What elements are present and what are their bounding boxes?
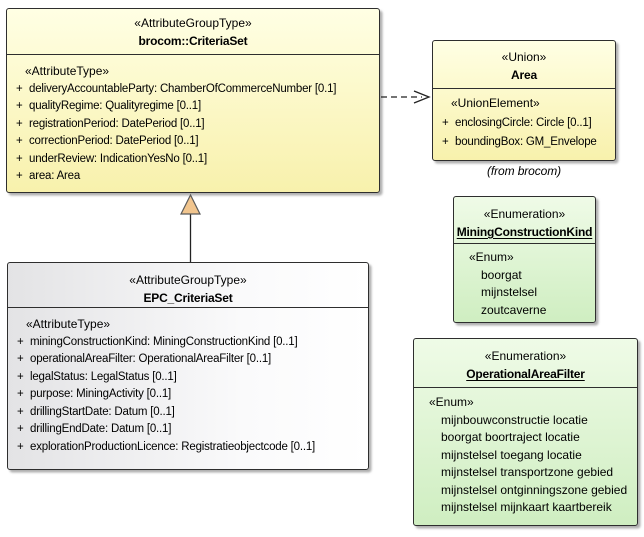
enum-literal: mijnstelsel ontginningszone gebied xyxy=(441,482,628,497)
visibility: + xyxy=(442,136,449,148)
enum-header: «Enumeration» OperationalAreaFilter xyxy=(414,339,637,388)
attribute-row: + boundingBox: GM_Envelope xyxy=(433,133,615,153)
visibility: + xyxy=(17,370,24,383)
attribute-text: purpose: MiningActivity [0..1] xyxy=(30,388,172,400)
enum-box-operationalareafilter: «Enumeration» OperationalAreaFilter «Enu… xyxy=(413,338,638,526)
attribute-row: + miningConstructionKind: MiningConstruct… xyxy=(8,334,368,352)
enum-literal: boorgat boortraject locatie xyxy=(441,430,580,444)
class-header: «AttributeGroupType» EPC_CriteriaSet xyxy=(8,263,368,308)
enum-name: OperationalAreaFilter xyxy=(466,367,585,381)
class-name: Area xyxy=(511,68,537,82)
visibility: + xyxy=(17,353,24,365)
compartment-stereotype: «UnionElement» xyxy=(451,96,540,110)
origin-note: (from brocom) xyxy=(486,164,562,178)
enum-box-miningconstructionkind: «Enumeration» MiningConstructionKind «En… xyxy=(453,196,596,323)
attribute-text: boundingBox: GM_Envelope xyxy=(455,136,597,148)
compartment-stereotype: «Enum» xyxy=(469,250,514,264)
attribute-text: area: Area xyxy=(29,170,81,182)
attribute-row: + legalStatus: LegalStatus [0..1] xyxy=(8,369,368,387)
visibility: + xyxy=(17,423,24,435)
attribute-text: legalStatus: LegalStatus [0..1] xyxy=(30,370,177,383)
attribute-row: + qualityRegime: Qualityregime [0..1] xyxy=(7,98,379,116)
enum-stereotype: «Enumeration» xyxy=(483,207,566,221)
attribute-text: drillingEndDate: Datum [0..1] xyxy=(30,423,172,435)
attribute-text: registrationPeriod: DatePeriod [0..1] xyxy=(29,117,205,130)
attribute-text: enclosingCircle: Circle [0..1] xyxy=(455,116,592,129)
generalization-arrow xyxy=(180,193,201,262)
enum-literal: mijnstelsel mijnkaart kaartbereik xyxy=(441,500,612,514)
attribute-row: + operationalAreaFilter: OperationalAreaF… xyxy=(8,351,368,369)
attribute-compartment: «AttributeType» + miningConstructionKind:… xyxy=(8,308,368,469)
visibility: + xyxy=(16,135,23,147)
attribute-row: + purpose: MiningActivity [0..1] xyxy=(8,386,368,404)
visibility: + xyxy=(17,388,24,400)
visibility: + xyxy=(17,405,24,418)
class-header: «Union» Area xyxy=(433,41,615,89)
attribute-text: underReview: IndicationYesNo [0..1] xyxy=(29,152,207,165)
visibility: + xyxy=(16,152,23,165)
class-name: EPC_CriteriaSet xyxy=(143,291,233,305)
class-stereotype: «Union» xyxy=(501,50,547,64)
attribute-text: miningConstructionKind: MiningConstructi… xyxy=(30,335,298,348)
attribute-row: + drillingStartDate: Datum [0..1] xyxy=(8,404,368,422)
enum-compartment: «Enum» mijnbouwconstructie locatie boorg… xyxy=(414,388,637,525)
attribute-row: + enclosingCircle: Circle [0..1] xyxy=(433,114,615,134)
enum-literal: zoutcaverne xyxy=(481,302,547,317)
dependency-arrow xyxy=(381,90,431,104)
attribute-text: correctionPeriod: DatePeriod [0..1] xyxy=(29,135,199,147)
attribute-row: + correctionPeriod: DatePeriod [0..1] xyxy=(7,133,379,151)
visibility: + xyxy=(16,100,23,112)
class-header: «AttributeGroupType» brocom::CriteriaSet xyxy=(7,9,379,55)
class-box-area: «Union» Area «UnionElement» + enclosingCi… xyxy=(432,40,616,161)
attribute-text: qualityRegime: Qualityregime [0..1] xyxy=(29,100,201,112)
visibility: + xyxy=(17,440,24,453)
attribute-row: + deliveryAccountableParty: ChamberOfComm… xyxy=(7,81,379,99)
attribute-row: + registrationPeriod: DatePeriod [0..1] xyxy=(7,116,379,134)
attribute-compartment: «AttributeType» + deliveryAccountablePart… xyxy=(7,55,379,192)
compartment-stereotype: «Enum» xyxy=(429,395,474,409)
visibility: + xyxy=(16,82,23,95)
class-box-epc-criteriaset: «AttributeGroupType» EPC_CriteriaSet «At… xyxy=(7,262,369,470)
class-stereotype: «AttributeGroupType» xyxy=(129,273,247,287)
enum-literal: mijnstelsel xyxy=(481,285,538,299)
enum-literal: mijnstelsel toegang locatie xyxy=(441,447,582,462)
attribute-text: operationalAreaFilter: OperationalAreaFi… xyxy=(30,353,272,365)
class-name: brocom::CriteriaSet xyxy=(138,34,248,48)
visibility: + xyxy=(442,116,449,129)
attribute-row: + explorationProductionLicence: Registrat… xyxy=(8,439,368,457)
enum-compartment: «Enum» boorgat mijnstelsel zoutcaverne xyxy=(454,244,595,322)
attribute-text: drillingStartDate: Datum [0..1] xyxy=(30,405,175,418)
enum-literal: mijnbouwconstructie locatie xyxy=(441,412,588,427)
visibility: + xyxy=(16,117,23,130)
class-box-brocom-criteriaset: «AttributeGroupType» brocom::CriteriaSet… xyxy=(6,8,380,193)
attribute-compartment: «UnionElement» + enclosingCircle: Circle … xyxy=(433,89,615,160)
enum-literal: boorgat xyxy=(481,267,522,282)
compartment-stereotype: «AttributeType» xyxy=(25,64,110,78)
attribute-row: + drillingEndDate: Datum [0..1] xyxy=(8,421,368,439)
attribute-text: explorationProductionLicence: Registrati… xyxy=(30,440,316,453)
enum-name: MiningConstructionKind xyxy=(456,225,593,239)
compartment-stereotype: «AttributeType» xyxy=(26,317,111,331)
class-stereotype: «AttributeGroupType» xyxy=(134,16,252,30)
enum-literal: mijnstelsel transportzone gebied xyxy=(441,465,614,479)
visibility: + xyxy=(17,335,24,348)
attribute-row: + underReview: IndicationYesNo [0..1] xyxy=(7,151,379,169)
attribute-row: + area: Area xyxy=(7,168,379,186)
attribute-text: deliveryAccountableParty: ChamberOfComme… xyxy=(29,82,337,95)
visibility: + xyxy=(16,170,23,182)
enum-stereotype: «Enumeration» xyxy=(484,349,567,363)
enum-header: «Enumeration» MiningConstructionKind xyxy=(454,197,595,244)
